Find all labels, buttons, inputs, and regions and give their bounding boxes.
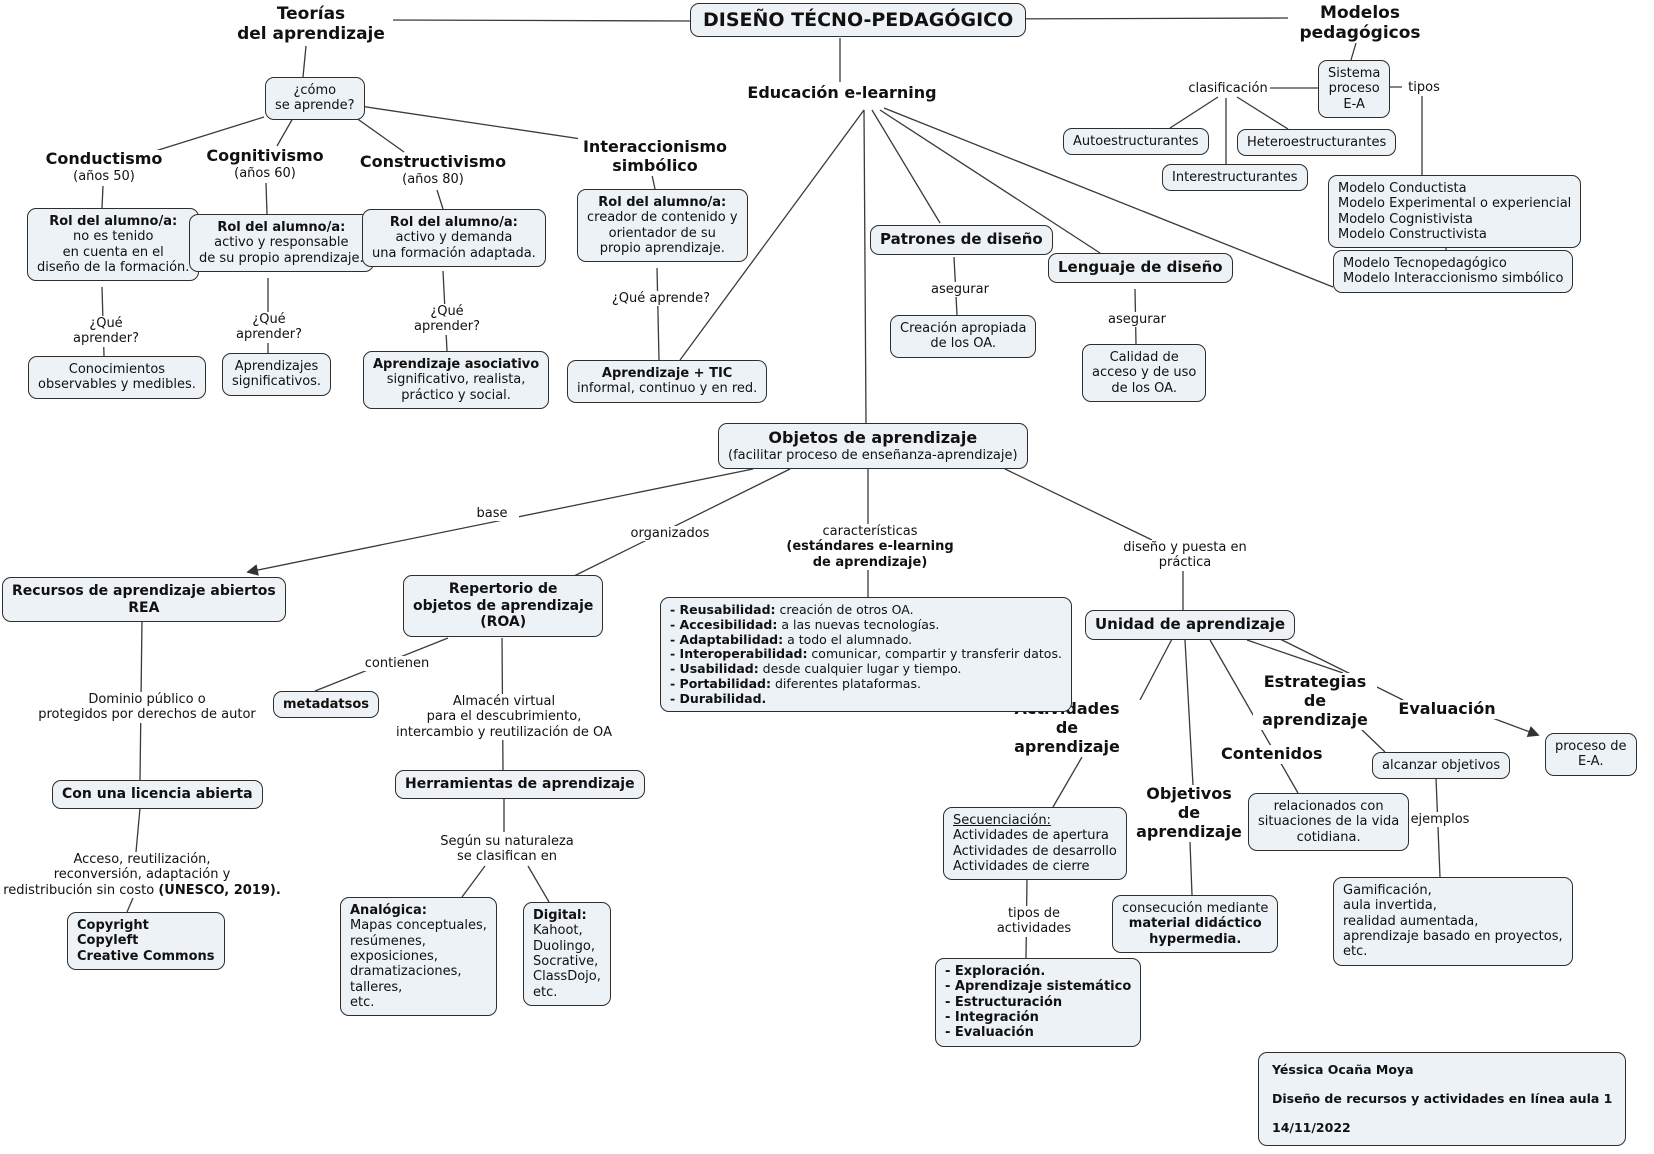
que-aprender-label-1[interactable]: ¿Qué aprender? [54, 316, 158, 347]
clasificacion-label[interactable]: clasificación [1186, 81, 1270, 97]
licencia-abierta-node[interactable]: Con una licencia abierta [52, 780, 263, 809]
que-aprende-label[interactable]: ¿Qué aprende? [609, 291, 713, 307]
conductismo-heading[interactable]: Conductismo (años 50) [40, 149, 168, 185]
diseno-puesta-label[interactable]: diseño y puesta en práctica [1093, 540, 1277, 571]
digital-node[interactable]: Digital:Kahoot,Duolingo,Socrative,ClassD… [523, 902, 611, 1006]
organizados-label[interactable]: organizados [628, 526, 712, 542]
theory-name: Conductismo [45, 149, 163, 168]
objetos-aprendizaje-node[interactable]: Objetos de aprendizaje(facilitar proceso… [718, 423, 1028, 470]
lenguaje-diseno-node[interactable]: Lenguaje de diseño [1048, 253, 1233, 283]
asegurar-label-1[interactable]: asegurar [923, 282, 997, 298]
autoestructurantes-node[interactable]: Autoestructurantes [1063, 128, 1209, 156]
tipos-actividades-node[interactable]: - Exploración.- Aprendizaje sistemático-… [935, 958, 1142, 1047]
cognitivismo-heading[interactable]: Cognitivismo (años 60) [201, 146, 329, 182]
alcanzar-objetivos-node[interactable]: alcanzar objetivos [1372, 752, 1511, 780]
evaluacion-heading[interactable]: Evaluación [1395, 699, 1499, 719]
gamificacion-node[interactable]: Gamificación,aula invertida,realidad aum… [1333, 877, 1573, 966]
unidad-aprendizaje-node[interactable]: Unidad de aprendizaje [1085, 610, 1296, 640]
contenidos-heading[interactable]: Contenidos [1219, 744, 1323, 764]
contienen-label[interactable]: contienen [360, 656, 434, 672]
que-aprender-label-2[interactable]: ¿Qué aprender? [217, 312, 321, 343]
base-label[interactable]: base [465, 506, 519, 522]
metadatos-node[interactable]: metadatsos [273, 691, 380, 719]
main-title-node[interactable]: DISEÑO TÉCNO-PEDAGÓGICO [690, 3, 1027, 38]
ejemplos-label[interactable]: ejemplos [1403, 812, 1477, 828]
interestructurantes-node[interactable]: Interestructurantes [1162, 164, 1308, 192]
elearning-label[interactable]: Educación e-learning [740, 83, 944, 103]
theory-name: Constructivismo [359, 152, 507, 171]
theory-name: Cognitivismo [206, 146, 324, 165]
heteroestructurantes-node[interactable]: Heteroestructurantes [1237, 129, 1397, 157]
asegurar-label-2[interactable]: asegurar [1100, 312, 1174, 328]
acceso-reutilizacion-label[interactable]: Acceso, reutilización,reconversión, adap… [0, 852, 284, 898]
estandares-elearning-node[interactable]: - Reusabilidad: creación de otros OA.- A… [660, 597, 1072, 713]
theory-era: (años 80) [402, 171, 464, 187]
que-aprender-label-3[interactable]: ¿Qué aprender? [395, 304, 499, 335]
arrow-evaluacion-to-proceso [1486, 715, 1540, 738]
theory-era: (años 60) [234, 165, 296, 181]
analogica-node[interactable]: Analógica:Mapas conceptuales,resúmenes,e… [340, 897, 497, 1017]
patrones-diseno-node[interactable]: Patrones de diseño [870, 225, 1053, 255]
herramientas-node[interactable]: Herramientas de aprendizaje [395, 770, 645, 799]
constructivismo-heading[interactable]: Constructivismo (años 80) [356, 152, 510, 188]
theory-era: (años 50) [73, 168, 135, 184]
tipos-label[interactable]: tipos [1402, 80, 1446, 96]
